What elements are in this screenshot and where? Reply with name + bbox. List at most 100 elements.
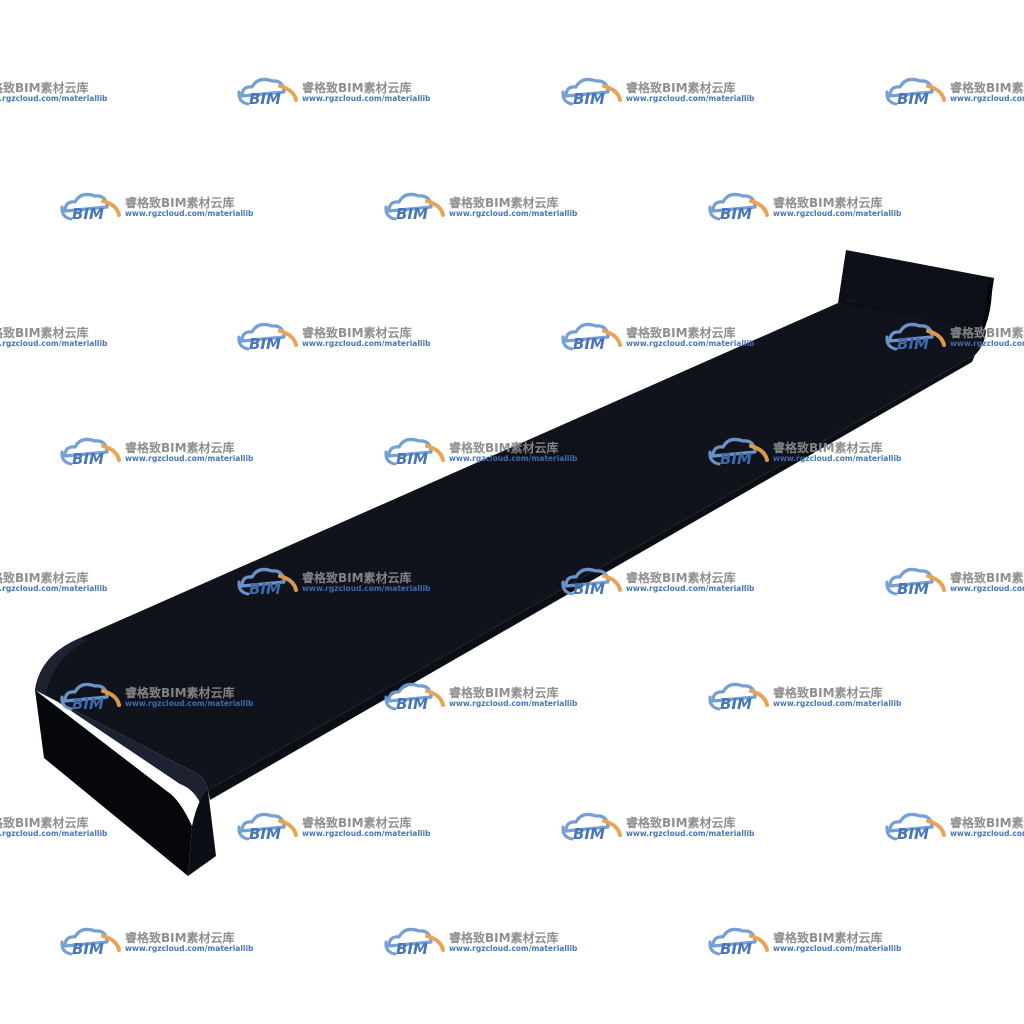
- watermark-tile: BIM 睿格致BIM素材云库www.rgzcloud.com/materialli…: [885, 567, 1024, 598]
- cloud-icon: [60, 927, 121, 956]
- watermark-brand-text: 睿格致BIM素材云库: [0, 325, 89, 340]
- watermark-url-text: www.rgzcloud.com/materiallib: [0, 94, 108, 103]
- watermark-brand-text: 睿格致BIM素材云库: [626, 570, 736, 585]
- watermark-url-text: www.rgzcloud.com/materiallib: [950, 584, 1024, 593]
- watermark-brand-text: 睿格致BIM素材云库: [449, 195, 559, 210]
- cloud-icon: [561, 77, 622, 106]
- cloud-icon: [708, 437, 769, 466]
- watermark-tile: BIM睿格致BIM素材云库www.rgzcloud.com/materialli…: [384, 682, 578, 713]
- watermark-url-text: www.rgzcloud.com/materiallib: [950, 94, 1024, 103]
- watermark-tile: BIM睿格致BIM素材云库www.rgzcloud.com/materialli…: [237, 77, 431, 108]
- cloud-icon: [708, 927, 769, 956]
- watermark-url-text: www.rgzcloud.com/materiallib: [125, 944, 254, 953]
- watermark-logo-text: BIM: [897, 90, 929, 108]
- watermark-logo-text: BIM: [897, 580, 929, 598]
- watermark-tile: BIM 睿格致BIM素材云库www.rgzcloud.com/materialli…: [561, 77, 755, 108]
- watermark-brand-text: 睿格致BIM素材云库: [0, 815, 89, 830]
- watermark-tile: BIM睿格致BIM素材云库www.rgzcloud.com/materialli…: [885, 322, 1024, 353]
- cloud-icon: [885, 567, 946, 596]
- watermark-brand-text: 睿格致BIM素材云库: [449, 440, 559, 455]
- watermark-brand-text: 睿格致BIM素材云库: [626, 80, 736, 95]
- watermark-url-text: www.rgzcloud.com/materiallib: [626, 339, 755, 348]
- watermark-brand-text: 睿格致BIM素材云库: [125, 195, 235, 210]
- watermark-tile: BIM睿格致BIM素材云库www.rgzcloud.com/materialli…: [708, 927, 902, 958]
- watermark-logo-text: BIM: [720, 205, 752, 223]
- cloud-icon: [885, 322, 946, 351]
- watermark-brand-text: 睿格致BIM素材云库: [302, 80, 412, 95]
- watermark-tile: BIM睿格致BIM素材云库www.rgzcloud.com/materialli…: [0, 570, 108, 593]
- cloud-icon: [561, 567, 622, 596]
- back-upstand-side: [970, 278, 994, 352]
- watermark-logo-text: BIM: [249, 825, 281, 843]
- watermark-logo-text: BIM: [720, 695, 752, 713]
- cloud-icon: [384, 192, 445, 221]
- front-rounded-edge: [35, 638, 208, 808]
- watermark-url-text: www.rgzcloud.com/materiallib: [449, 944, 578, 953]
- watermark-url-text: www.rgzcloud.com/materiallib: [449, 454, 578, 463]
- watermark-logo-text: BIM: [396, 940, 428, 958]
- watermark-url-text: www.rgzcloud.com/materiallib: [0, 829, 108, 838]
- watermark-logo-text: BIM: [72, 205, 104, 223]
- watermark-logo-text: BIM: [897, 825, 929, 843]
- cloud-icon: [885, 812, 946, 841]
- watermark-logo-text: BIM: [573, 90, 605, 108]
- watermark-tile: BIM睿格致BIM素材云库www.rgzcloud.com/materialli…: [708, 682, 902, 713]
- cloud-icon: [60, 437, 121, 466]
- watermark-tile: BIM睿格致BIM素材云库www.rgzcloud.com/materialli…: [885, 77, 1024, 108]
- watermark-tile: BIM睿格致BIM素材云库www.rgzcloud.com/materialli…: [237, 322, 431, 353]
- watermark-brand-text: 睿格致BIM素材云库: [773, 930, 883, 945]
- watermark-tile: BIM 睿格致BIM素材云库www.rgzcloud.com/materialli…: [60, 192, 254, 223]
- watermark-logo-text: BIM: [396, 695, 428, 713]
- cloud-icon: [237, 567, 298, 596]
- watermark-url-text: www.rgzcloud.com/materiallib: [773, 944, 902, 953]
- watermark-logo-text: BIM: [249, 90, 281, 108]
- cloud-icon: [384, 682, 445, 711]
- watermark-url-text: www.rgzcloud.com/materiallib: [0, 339, 108, 348]
- watermark-brand-text: 睿格致BIM素材云库: [950, 570, 1024, 585]
- watermark-brand-text: 睿格致BIM素材云库: [125, 930, 235, 945]
- cloud-icon: [384, 927, 445, 956]
- watermark-tile: BIM睿格致BIM素材云库www.rgzcloud.com/materialli…: [60, 682, 254, 713]
- watermark-logo-text: BIM: [573, 580, 605, 598]
- watermark-tile: BIM睿格致BIM素材云库www.rgzcloud.com/materialli…: [60, 437, 254, 468]
- watermark-url-text: www.rgzcloud.com/materiallib: [773, 699, 902, 708]
- watermark-tile: BIM睿格致BIM素材云库www.rgzcloud.com/materialli…: [0, 815, 108, 838]
- cloud-icon: [60, 682, 121, 711]
- cloud-icon: [708, 192, 769, 221]
- watermark-logo-text: BIM: [897, 335, 929, 353]
- watermark-brand-text: 睿格致BIM素材云库: [626, 815, 736, 830]
- watermark-logo-text: BIM: [249, 580, 281, 598]
- watermark-tile: BIM睿格致BIM素材云库www.rgzcloud.com/materialli…: [384, 927, 578, 958]
- watermark-tile: BIM睿格致BIM素材云库www.rgzcloud.com/materialli…: [885, 812, 1024, 843]
- watermark-tile: BIM睿格致BIM素材云库www.rgzcloud.com/materialli…: [237, 567, 431, 598]
- top-surface: [35, 303, 986, 790]
- watermark-logo-text: BIM: [249, 335, 281, 353]
- watermark-url-text: www.rgzcloud.com/materiallib: [626, 829, 755, 838]
- cloud-icon: [237, 322, 298, 351]
- watermark-tile: BIM睿格致BIM素材云库www.rgzcloud.com/materialli…: [384, 192, 578, 223]
- watermark-brand-text: 睿格致BIM素材云库: [449, 685, 559, 700]
- watermark-brand-text: 睿格致BIM素材云库: [0, 570, 89, 585]
- watermark-tile: BIM睿格致BIM素材云库www.rgzcloud.com/materialli…: [561, 322, 755, 353]
- watermark-tile: BIM睿格致BIM素材云库www.rgzcloud.com/materialli…: [60, 927, 254, 958]
- back-upstand-face: [846, 250, 994, 335]
- watermark-tile: BIM 睿格致BIM素材云库www.rgzcloud.com/materialli…: [384, 437, 578, 468]
- watermark-logo-text: BIM: [72, 450, 104, 468]
- cloud-icon: [885, 77, 946, 106]
- watermark-brand-text: 睿格致BIM素材云库: [125, 685, 235, 700]
- watermark-logo-text: BIM: [396, 450, 428, 468]
- watermark-brand-text: 睿格致BIM素材云库: [950, 325, 1024, 340]
- watermark-url-text: www.rgzcloud.com/materiallib: [125, 454, 254, 463]
- watermark-brand-text: 睿格致BIM素材云库: [302, 815, 412, 830]
- watermark-tile: BIM睿格致BIM素材云库www.rgzcloud.com/materialli…: [561, 812, 755, 843]
- watermark-url-text: www.rgzcloud.com/materiallib: [626, 94, 755, 103]
- watermark-url-text: www.rgzcloud.com/materiallib: [125, 209, 254, 218]
- watermark-tile: BIM睿格致BIM素材云库www.rgzcloud.com/materialli…: [708, 437, 902, 468]
- watermark-url-text: www.rgzcloud.com/materiallib: [302, 584, 431, 593]
- watermark-layer: BIM睿格致BIM素材云库www.rgzcloud.com/materialli…: [0, 77, 1024, 958]
- watermark-url-text: www.rgzcloud.com/materiallib: [773, 454, 902, 463]
- watermark-tile: BIM睿格致BIM素材云库www.rgzcloud.com/materialli…: [708, 192, 902, 223]
- watermark-url-text: www.rgzcloud.com/materiallib: [302, 829, 431, 838]
- watermark-logo-text: BIM: [720, 450, 752, 468]
